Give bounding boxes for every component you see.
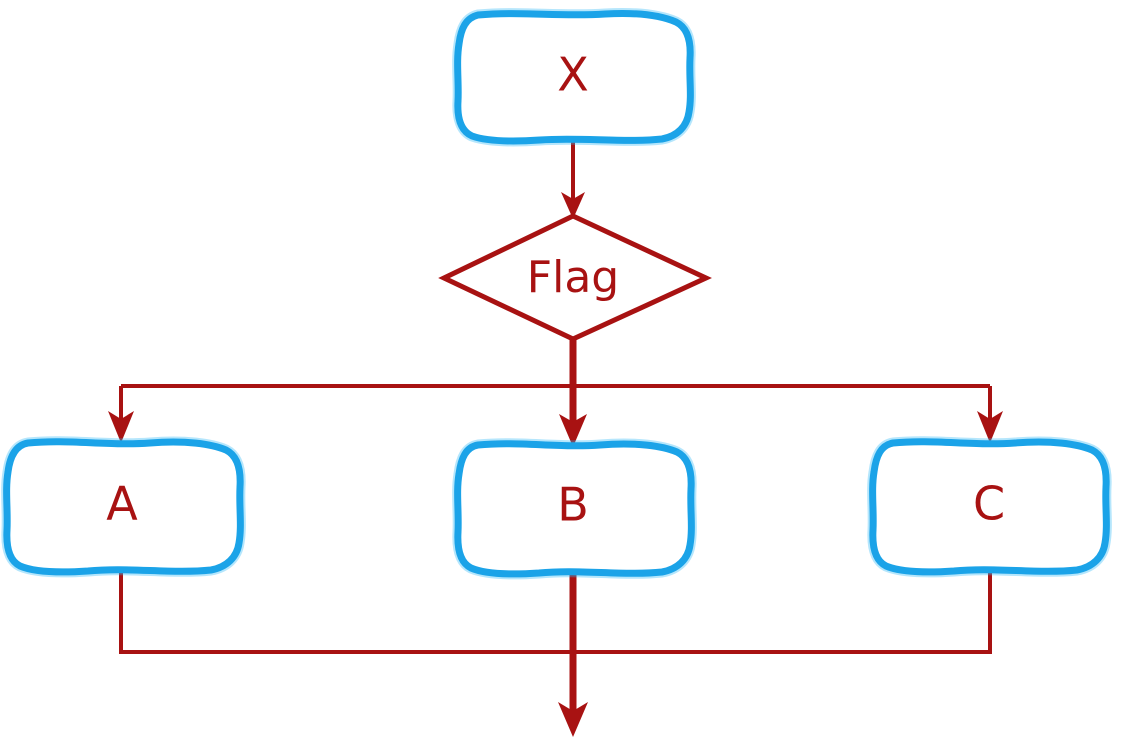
edge-flag-to-a: [108, 386, 134, 443]
edge-flag-to-b: [559, 386, 587, 447]
node-c[interactable]: C: [867, 436, 1112, 578]
node-b[interactable]: B: [452, 438, 697, 580]
node-c-label: C: [973, 477, 1005, 531]
edge-merge-output: [558, 652, 588, 737]
node-flag-label: Flag: [527, 252, 619, 303]
node-flag[interactable]: Flag: [438, 213, 712, 342]
node-x-label: X: [557, 48, 589, 102]
node-x[interactable]: X: [452, 8, 696, 147]
node-a[interactable]: A: [1, 436, 246, 578]
node-a-label: A: [106, 477, 138, 531]
edge-x-to-flag: [561, 138, 585, 219]
node-b-label: B: [557, 478, 589, 532]
edge-flag-to-c: [977, 386, 1003, 443]
